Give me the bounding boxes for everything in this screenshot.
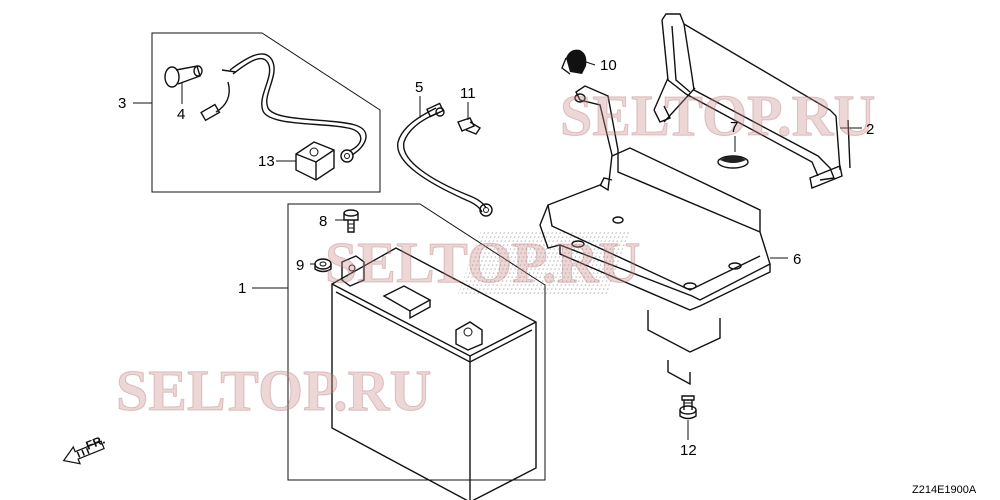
bolt-8-part bbox=[343, 209, 359, 233]
terminal-cap-part bbox=[295, 141, 335, 181]
callout-13: 13 bbox=[258, 153, 275, 170]
callout-2: 2 bbox=[866, 121, 874, 138]
callout-1: 1 bbox=[238, 280, 246, 297]
clip-part bbox=[561, 49, 587, 75]
watermark-top: SELTOP.RU bbox=[560, 83, 875, 148]
harness-group-outline bbox=[151, 32, 381, 193]
callout-6: 6 bbox=[793, 251, 801, 268]
callout-3: 3 bbox=[118, 95, 126, 112]
front-direction-label: FR. bbox=[84, 433, 107, 453]
battery-part bbox=[331, 247, 537, 500]
battery-tray-part bbox=[457, 85, 771, 386]
bolt-12-part bbox=[679, 395, 697, 420]
battery-group-outline bbox=[287, 203, 546, 481]
callout-5: 5 bbox=[415, 79, 423, 96]
grommet-part bbox=[717, 155, 749, 169]
callout-8: 8 bbox=[319, 213, 327, 230]
callout-10: 10 bbox=[600, 57, 617, 74]
battery-band-part bbox=[653, 13, 851, 189]
callout-7: 7 bbox=[730, 119, 738, 136]
wire-harness-part bbox=[200, 53, 367, 163]
leader-lines bbox=[133, 61, 862, 440]
bolt-11-part bbox=[457, 117, 481, 135]
watermark-middle: SELTOP.RU bbox=[325, 230, 640, 295]
front-direction-arrow-icon bbox=[62, 440, 105, 465]
diagram-code: Z214E1900A bbox=[912, 484, 977, 496]
callout-9: 9 bbox=[296, 257, 304, 274]
callout-11: 11 bbox=[460, 85, 476, 102]
ground-cable-part bbox=[397, 102, 493, 217]
callout-12: 12 bbox=[680, 442, 697, 459]
terminal-pin-part bbox=[164, 65, 203, 88]
callout-4: 4 bbox=[177, 106, 185, 123]
watermark-bottom: SELTOP.RU bbox=[116, 358, 431, 423]
